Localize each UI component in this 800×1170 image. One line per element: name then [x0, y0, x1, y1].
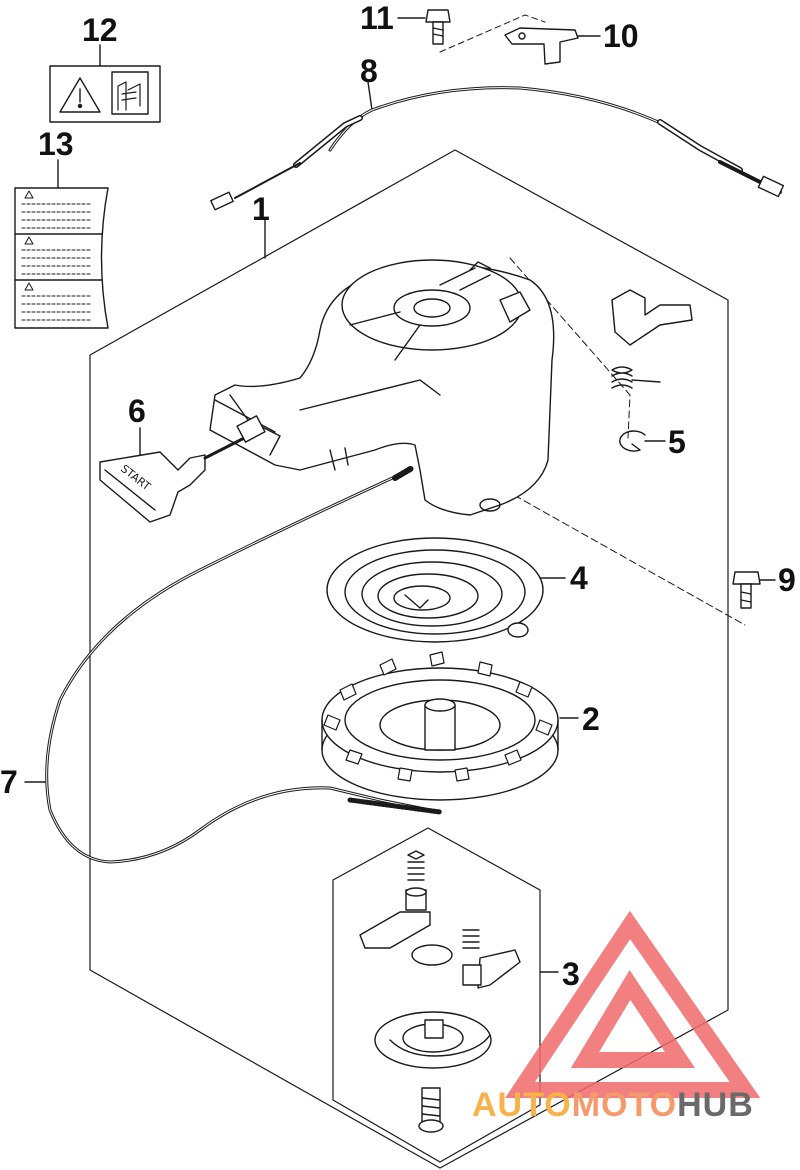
bolt-11 [425, 9, 451, 45]
callout-3: 3 [562, 956, 580, 992]
callout-11: 11 [360, 0, 394, 36]
callout-4: 4 [570, 560, 588, 596]
bracket-10 [504, 27, 579, 65]
callout-2: 2 [582, 701, 600, 737]
callout-5: 5 [668, 424, 686, 460]
leader-8 [367, 81, 373, 111]
pawl-kit-3 [359, 850, 521, 1133]
watermark-auto: AUTO [472, 1086, 572, 1124]
dash-line-11-10 [439, 14, 546, 53]
watermark-hub: HUB [677, 1086, 754, 1124]
callout-6: 6 [128, 393, 146, 429]
label-13 [14, 187, 109, 329]
recoil-spring-4 [326, 537, 544, 643]
lever-and-spring [611, 289, 693, 389]
callout-13: 13 [38, 126, 74, 162]
callout-12: 12 [82, 12, 118, 48]
assembly-frame [89, 149, 729, 1169]
dash-line-housing-9 [504, 489, 746, 626]
start-handle-6 [99, 415, 266, 523]
callout-9: 9 [778, 562, 796, 598]
callout-1: 1 [252, 191, 270, 227]
callout-8: 8 [360, 53, 378, 89]
reel-2 [321, 651, 559, 801]
dash-line-housing-5 [509, 257, 631, 439]
recoil-housing [209, 259, 555, 516]
watermark-moto: MOTO [571, 1086, 678, 1124]
bolt-9 [732, 571, 761, 609]
watermark-text: AUTOMOTOHUB [472, 1088, 754, 1122]
subassembly-frame [332, 827, 541, 1163]
callout-7: 7 [0, 764, 18, 800]
watermark-logo [505, 910, 761, 1098]
e-clip-5 [619, 430, 646, 452]
warning-label-12 [49, 65, 161, 123]
cable-8 [210, 86, 785, 211]
callout-10: 10 [603, 18, 639, 54]
